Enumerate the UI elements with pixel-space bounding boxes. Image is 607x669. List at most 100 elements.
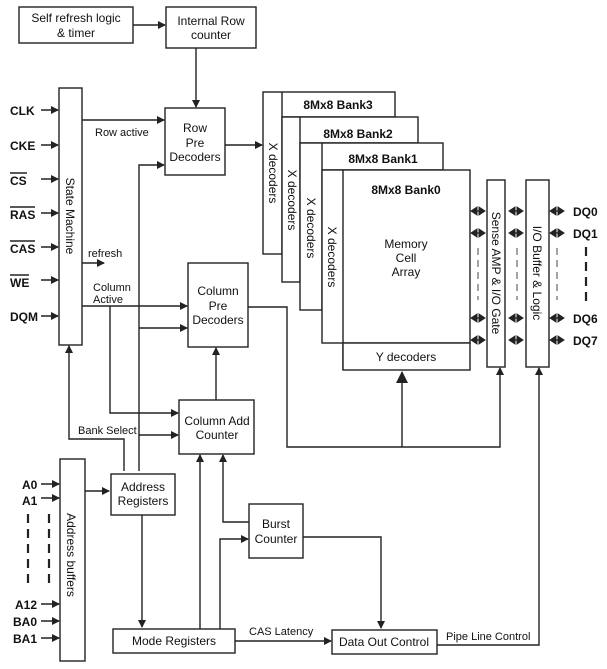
- svg-text:CAS: CAS: [10, 242, 35, 256]
- pin-ba1: BA1: [13, 632, 60, 646]
- pin-a0: A0: [22, 478, 60, 492]
- column-active-label-1: Column: [93, 282, 131, 294]
- io-buffer-label: I/O Buffer & Logic: [530, 226, 544, 321]
- column-active-label-2: Active: [93, 294, 123, 306]
- pin-ras: RAS: [10, 206, 59, 222]
- memory-cell-array-label-2: Cell: [396, 251, 417, 265]
- y-decoders-label: Y decoders: [376, 350, 437, 364]
- svg-text:CLK: CLK: [10, 104, 35, 118]
- svg-text:A0: A0: [22, 478, 38, 492]
- bank0: 8Mx8 Bank0 X decoders Memory Cell Array: [321, 169, 471, 370]
- internal-row-counter-label-2: counter: [191, 28, 231, 42]
- pin-clk: CLK: [10, 104, 59, 118]
- bank-select-label: Bank Select: [78, 425, 137, 437]
- burst-counter-label-2: Counter: [255, 532, 298, 546]
- internal-row-counter-block: Internal Row counter: [165, 6, 257, 49]
- address-registers-label-1: Address: [121, 480, 165, 494]
- svg-text:CS: CS: [10, 174, 27, 188]
- bank2-label: 8Mx8 Bank2: [323, 127, 393, 141]
- svg-text:DQM: DQM: [10, 310, 38, 324]
- column-pre-decoders-block: Column Pre Decoders: [187, 262, 249, 348]
- svg-text:BA0: BA0: [13, 615, 37, 629]
- bank3-label: 8Mx8 Bank3: [303, 98, 373, 112]
- pin-cke: CKE: [10, 139, 59, 153]
- bank0-x-decoders-label: X decoders: [325, 227, 339, 288]
- burst-counter-block: Burst Counter: [248, 503, 304, 559]
- cas-latency-label: CAS Latency: [249, 626, 314, 638]
- mode-registers-block: Mode Registers: [112, 628, 236, 654]
- wire-mode-to-burst: [219, 535, 249, 630]
- dq-arrows-io-pins: [549, 206, 565, 345]
- pin-dqm: DQM: [10, 310, 59, 324]
- sense-amp-label: Sense AMP & I/O Gate: [489, 212, 503, 335]
- address-pins: A0 A1 A12 BA0 BA1: [13, 478, 60, 646]
- bank2-x-decoders-label: X decoders: [285, 170, 299, 231]
- pin-dq6: DQ6: [573, 312, 598, 326]
- self-refresh-block: Self refresh logic & timer: [18, 6, 134, 44]
- pin-dq7: DQ7: [573, 334, 598, 348]
- mode-registers-label: Mode Registers: [132, 634, 216, 648]
- wire-addr-to-rowpredec: [138, 161, 165, 471]
- burst-counter-label-1: Burst: [262, 517, 291, 531]
- dq-arrows-sense-io: [508, 206, 524, 345]
- column-pre-decoders-label-1: Column: [197, 284, 238, 298]
- address-registers-label-2: Registers: [118, 494, 169, 508]
- pin-we: WE: [10, 274, 59, 290]
- wire-burst-to-coladd: [219, 454, 249, 523]
- address-registers-block: Address Registers: [110, 473, 176, 516]
- wire-bank-select: [65, 345, 125, 471]
- sense-amp-block: Sense AMP & I/O Gate: [486, 179, 506, 368]
- row-pre-decoders-label-3: Decoders: [169, 150, 220, 164]
- row-pre-decoders-label-2: Pre: [186, 136, 205, 150]
- column-add-counter-label-2: Counter: [196, 428, 239, 442]
- svg-text:A12: A12: [15, 598, 37, 612]
- io-buffer-block: I/O Buffer & Logic: [525, 179, 550, 368]
- pin-cs: CS: [10, 172, 59, 188]
- wire-colpredec-bus: [248, 306, 402, 448]
- svg-text:A1: A1: [22, 494, 38, 508]
- svg-text:RAS: RAS: [10, 208, 35, 222]
- wire-to-sense-amp: [402, 367, 504, 448]
- wire-column-active-to-coladd: [109, 306, 179, 417]
- svg-text:BA1: BA1: [13, 632, 37, 646]
- bank1-label: 8Mx8 Bank1: [348, 152, 418, 166]
- column-pre-decoders-label-2: Pre: [209, 299, 228, 313]
- data-pins: DQ0 DQ1 DQ6 DQ7: [573, 205, 598, 348]
- pin-dq1: DQ1: [573, 227, 598, 241]
- internal-row-counter-label-1: Internal Row: [177, 14, 245, 28]
- memory-cell-array-label-3: Array: [392, 265, 421, 279]
- address-buffers-label: Address buffers: [64, 513, 78, 597]
- control-pins: CLK CKE CS RAS CAS WE DQM: [10, 104, 59, 324]
- wire-pipe-line-control: [437, 367, 543, 646]
- memory-cell-array-label-1: Memory: [384, 237, 427, 251]
- data-out-control-block: Data Out Control: [331, 629, 438, 655]
- pin-a12: A12: [15, 598, 60, 612]
- pin-cas: CAS: [10, 240, 59, 256]
- bank3-x-decoders-label: X decoders: [266, 143, 280, 204]
- svg-text:WE: WE: [10, 276, 29, 290]
- refresh-label: refresh: [88, 248, 122, 260]
- row-active-label: Row active: [95, 127, 149, 139]
- self-refresh-label-2: & timer: [57, 26, 95, 40]
- y-decoders-block: Y decoders: [342, 342, 471, 371]
- pin-dq0: DQ0: [573, 205, 598, 219]
- state-machine-block: State Machine: [58, 87, 83, 346]
- data-out-control-label: Data Out Control: [339, 635, 429, 649]
- state-machine-label: State Machine: [63, 178, 77, 255]
- column-add-counter-block: Column Add Counter: [178, 399, 255, 455]
- address-buffers-block: Address buffers: [59, 458, 86, 662]
- dq-arrows-array-sense: [470, 206, 486, 345]
- svg-text:CKE: CKE: [10, 139, 35, 153]
- column-add-counter-label-1: Column Add: [184, 414, 249, 428]
- bank0-label: 8Mx8 Bank0: [371, 183, 441, 197]
- bank1-x-decoders-label: X decoders: [304, 198, 318, 259]
- pin-ba0: BA0: [13, 615, 60, 629]
- pin-a1: A1: [22, 494, 60, 508]
- column-pre-decoders-label-3: Decoders: [192, 313, 243, 327]
- wire-burst-to-dataout: [303, 536, 385, 629]
- row-pre-decoders-label-1: Row: [183, 121, 207, 135]
- pipe-line-control-label: Pipe Line Control: [446, 631, 530, 643]
- bidirectional-arrows: [470, 206, 565, 345]
- self-refresh-label-1: Self refresh logic: [31, 11, 120, 25]
